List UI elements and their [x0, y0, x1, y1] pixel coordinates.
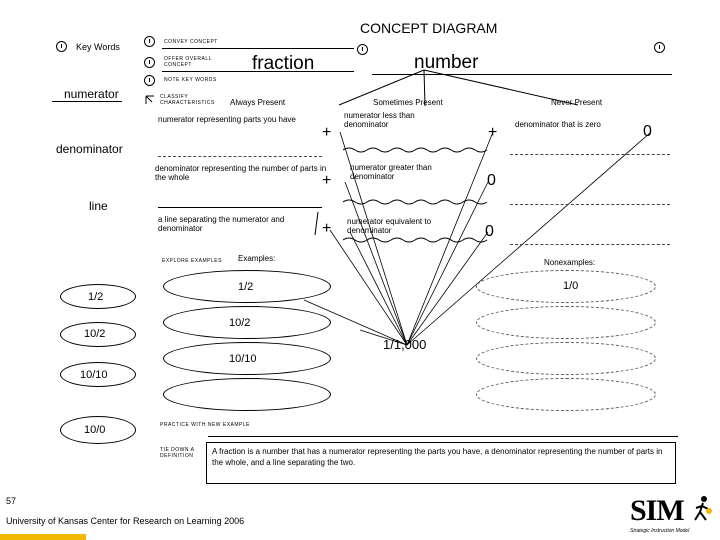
sometimes-item-1: numerator less than denominator: [344, 111, 415, 129]
note-icon: [144, 75, 155, 86]
example-bubble-4: [163, 378, 331, 411]
convey-rule: [162, 48, 354, 49]
practice-bubble-3: [60, 362, 136, 387]
nonexample-bubble-2: [476, 306, 656, 339]
key-word-denominator: denominator: [56, 142, 123, 156]
nonexamples-label: Nonexamples:: [544, 258, 596, 267]
sometimes-zero-3: 0: [485, 223, 494, 240]
page-number: 57: [6, 496, 17, 506]
always-plus-1: +: [322, 124, 332, 141]
examples-label: Examples:: [238, 254, 276, 263]
offer-label: OFFER OVERALL CONCEPT: [164, 56, 212, 68]
offer-icon: [144, 57, 155, 68]
definition-box: [206, 442, 676, 484]
classify-label: CLASSIFY CHARACTERISTICS: [160, 94, 215, 106]
tie-label: TIE DOWN A DEFINITION: [160, 447, 195, 459]
footer-credit: University of Kansas Center for Research…: [6, 516, 245, 526]
footer-stripe: [0, 534, 86, 540]
example-bubble-2: [163, 306, 331, 339]
practice-rule: [208, 436, 678, 437]
overall-right-icon: [654, 42, 665, 53]
practice-bubble-1: [60, 284, 136, 309]
convey-label: CONVEY CONCEPT: [164, 39, 218, 45]
diagram-title: CONCEPT DIAGRAM: [360, 20, 498, 36]
sim-logo: SIM Strategic Instruction Model: [630, 494, 712, 534]
key-word-rule-1: [52, 101, 122, 102]
concept-name: fraction: [252, 53, 315, 74]
runner-icon: [694, 496, 712, 521]
always-rule-1: [158, 156, 322, 157]
nonexample-bubble-3: [476, 342, 656, 375]
always-rule-2: [158, 207, 322, 208]
sometimes-plus-1: +: [488, 124, 498, 141]
nonexample-bubble-4: [476, 378, 656, 411]
sim-logo-tagline: Strategic Instruction Model: [630, 528, 690, 534]
nonexample-1: 1/0: [563, 280, 579, 292]
always-plus-3: +: [322, 220, 332, 237]
always-item-1: numerator representing parts you have: [158, 115, 296, 124]
convey-icon: [144, 36, 155, 47]
never-rule-3: [510, 244, 670, 245]
practice-3: 10/10: [80, 369, 108, 381]
overall-concept: number: [414, 52, 479, 73]
practice-bubble-4: [60, 416, 136, 444]
example-1: 1/2: [238, 281, 254, 293]
example-bubble-3: [163, 342, 331, 375]
practice-1: 1/2: [88, 291, 104, 303]
example-bubble-1: [163, 270, 331, 303]
example-2: 10/2: [229, 317, 251, 329]
sometimes-item-2: numerator greater than denominator: [350, 163, 432, 181]
offer-rule: [162, 71, 354, 72]
center-example: 1/1,000: [383, 337, 427, 352]
key-word-line: line: [89, 199, 108, 213]
explore-label: EXPLORE EXAMPLES: [162, 258, 222, 264]
key-word-numerator: numerator: [64, 87, 119, 101]
always-item-2: denominator representing the number of p…: [155, 164, 327, 182]
practice-4: 10/0: [84, 424, 106, 436]
always-plus-2: +: [322, 172, 332, 189]
sim-logo-text: SIM: [630, 494, 685, 527]
definition-text: A fraction is a number that has a numera…: [212, 447, 663, 467]
always-header: Always Present: [230, 98, 286, 107]
practice-label: PRACTICE WITH NEW EXAMPLE: [160, 422, 251, 428]
overall-icon: [357, 44, 368, 55]
sometimes-zero-2: 0: [487, 172, 496, 189]
sometimes-item-3: numerator equivalent to denominator: [347, 217, 432, 235]
practice-bubble-2: [60, 322, 136, 347]
always-item-3: a line separating the numerator and deno…: [158, 215, 285, 233]
overall-rule: [372, 74, 672, 75]
key-words-icon: [56, 41, 67, 52]
example-3: 10/10: [229, 353, 257, 365]
practice-2: 10/2: [84, 328, 106, 340]
never-item-1: denominator that is zero: [515, 120, 601, 129]
key-words-label: Key Words: [76, 42, 120, 52]
sometimes-header: Sometimes Present: [373, 98, 443, 107]
never-header: Never Present: [551, 98, 603, 107]
note-label: NOTE KEY WORDS: [164, 77, 217, 83]
nonexample-bubble-1: [476, 270, 656, 303]
never-rule-2: [510, 204, 670, 205]
never-rule-1: [510, 154, 670, 155]
never-zero-1: 0: [643, 123, 652, 140]
